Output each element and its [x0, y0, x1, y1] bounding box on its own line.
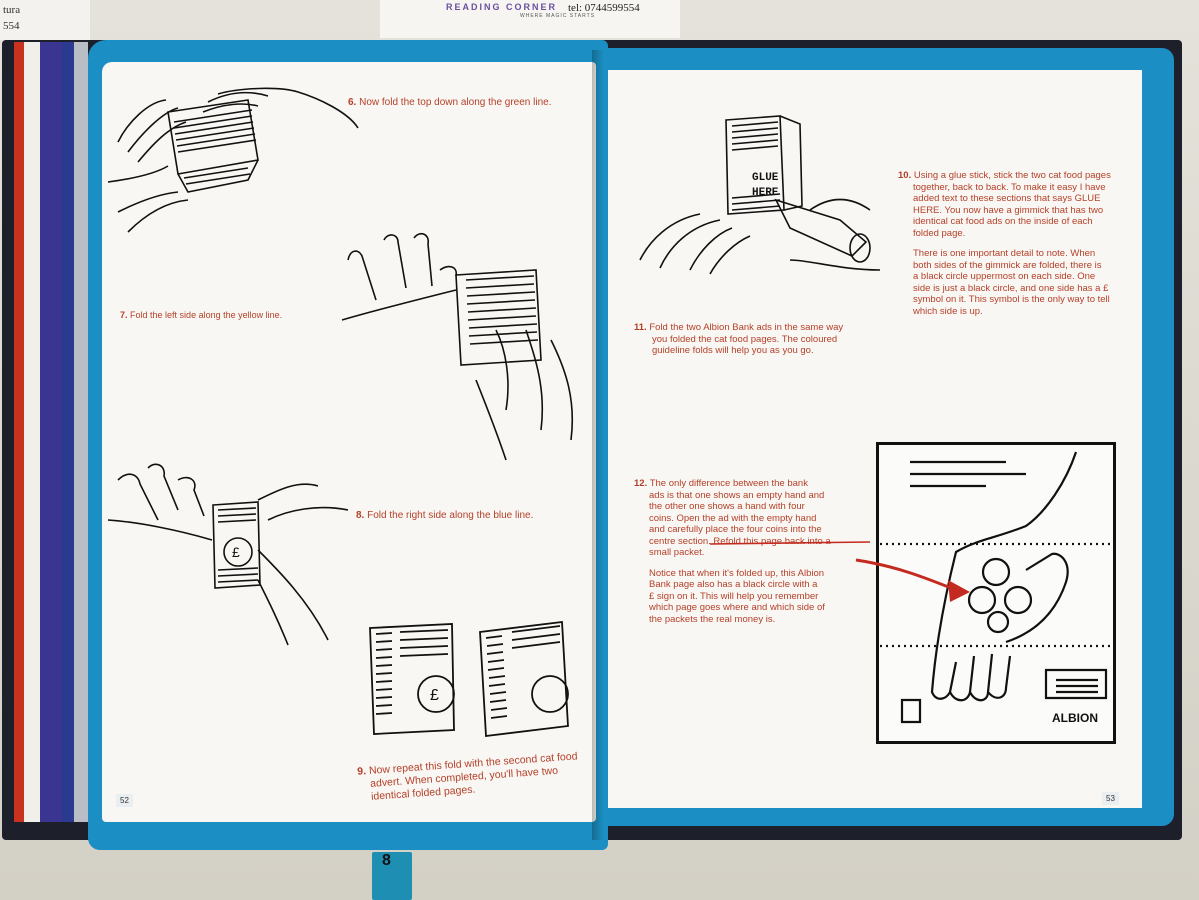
- step-11-number: 11.: [634, 322, 647, 333]
- step-10-number: 10.: [898, 170, 912, 181]
- page-edge-white: [24, 42, 40, 822]
- paper-note: tura 554: [0, 0, 90, 40]
- step-8: 8. Fold the right side along the blue li…: [356, 510, 533, 522]
- step-6-text: Now fold the top down along the green li…: [359, 97, 552, 108]
- cover-stripe-red: [14, 42, 24, 822]
- step-10-line-3: added text to these sections that says G…: [913, 193, 1101, 204]
- step-7: 7. Fold the left side along the yellow l…: [120, 310, 282, 322]
- step-12-line-1: 12. The only difference between the bank: [634, 478, 831, 490]
- step-11-line-1: 11. Fold the two Albion Bank ads in the …: [634, 322, 843, 334]
- left-page: [102, 62, 596, 822]
- step-12-line-6: centre section. Refold this page back in…: [649, 535, 831, 547]
- step-9-number: 9.: [356, 765, 367, 778]
- step-11-line-2: you folded the cat food pages. The colou…: [652, 333, 838, 345]
- step-10-line-4: HERE. You now have a gimmick that has tw…: [913, 204, 1104, 216]
- step-7-number: 7.: [120, 310, 128, 320]
- albion-bank-ad: [876, 442, 1116, 744]
- pound-symbol-1: £: [232, 544, 240, 560]
- step-11-text-1: Fold the two Albion Bank ads in the same…: [649, 322, 844, 333]
- step-8-number: 8.: [356, 510, 365, 521]
- step-10-line-5: identical cat food ads on the inside of …: [913, 216, 1093, 227]
- step-10: 10. Using a glue stick, stick the two ca…: [898, 170, 1111, 317]
- paper-note-line-2: 554: [3, 20, 20, 32]
- red-arrow-head: [948, 580, 970, 602]
- step-10b-line-5: symbol on it. This symbol is the only wa…: [913, 294, 1110, 305]
- glue-stick-illustration: GLUE HERE: [639, 115, 881, 275]
- albion-logo: ALBION: [1052, 711, 1098, 725]
- page-number-right: 53: [1102, 792, 1119, 805]
- step-12: 12. The only difference between the bank…: [634, 478, 831, 625]
- ruler-mark: 8: [382, 852, 391, 869]
- hands-fold-top-illustration: [107, 87, 359, 233]
- step-10b-line-6: which side is up.: [913, 305, 983, 317]
- step-10-line-2: together, back to back. To make it easy …: [913, 181, 1106, 193]
- step-12b-line-3: £ sign on it. This will help you remembe…: [649, 590, 819, 602]
- page-edge-purple: [40, 42, 62, 822]
- flyer: [380, 0, 680, 38]
- flyer-subtitle: WHERE MAGIC STARTS: [520, 13, 596, 19]
- ruler: [372, 852, 412, 900]
- step-8-text: Fold the right side along the blue line.: [367, 510, 534, 521]
- step-12b-line-5: the packets the real money is.: [649, 613, 776, 625]
- step-10b-line-3: a black circle uppermost on each side. O…: [913, 271, 1096, 282]
- step-12b-line-4: which page goes where and which side of: [649, 602, 825, 613]
- step-12-line-4: coins. Open the ad with the empty hand: [649, 512, 817, 524]
- step-6: 6. Now fold the top down along the green…: [348, 97, 551, 109]
- flyer-phone: tel: 0744599554: [568, 2, 640, 14]
- step-6-number: 6.: [348, 97, 357, 108]
- step-7-text: Fold the left side along the yellow line…: [130, 310, 283, 320]
- step-12-text-1: The only difference between the bank: [649, 478, 808, 489]
- step-10b-line-2: both sides of the gimmick are folded, th…: [913, 259, 1102, 271]
- page-number-left: 52: [116, 794, 133, 807]
- albion-bank-illustration: ALBION: [855, 451, 1112, 725]
- book-gutter: [592, 50, 612, 840]
- page-edge-navy: [62, 42, 74, 822]
- step-10b-line-4: side is just a black circle, and one sid…: [913, 282, 1109, 294]
- step-10-line-6: folded page.: [913, 227, 966, 239]
- pen-underline-mark: [709, 541, 871, 545]
- glue-label-1: GLUE: [752, 172, 779, 184]
- flyer-logo: READING CORNER: [446, 2, 558, 12]
- step-11-line-3: guideline folds will help you as you go.: [652, 345, 814, 356]
- red-arrow-line: [855, 558, 957, 592]
- hands-fold-right-illustration: £: [107, 463, 349, 646]
- pound-symbol-2: £: [430, 687, 439, 704]
- step-12-line-5: and carefully place the four coins into …: [649, 524, 822, 535]
- paper-note-line-1: tura: [3, 4, 21, 16]
- hands-fold-left-illustration: [341, 232, 574, 461]
- step-12-number: 12.: [634, 478, 648, 489]
- page-edge-grey: [74, 42, 88, 822]
- step-10-line-1: 10. Using a glue stick, stick the two ca…: [898, 170, 1111, 182]
- step-11: 11. Fold the two Albion Bank ads in the …: [634, 322, 843, 357]
- step-10-text-1: Using a glue stick, stick the two cat fo…: [913, 170, 1111, 181]
- two-folded-pages-illustration: £: [369, 620, 569, 738]
- step-10b-line-1: There is one important detail to note. W…: [913, 248, 1096, 259]
- step-12b-line-2: Bank page also has a black circle with a: [649, 579, 818, 590]
- step-12-line-7: small packet.: [649, 547, 705, 558]
- step-12-line-2: ads is that one shows an empty hand and: [649, 489, 825, 501]
- step-12b-line-1: Notice that when it's folded up, this Al…: [649, 567, 825, 579]
- glue-label-2: HERE: [752, 187, 779, 199]
- step-12-line-3: the other one shows a hand with four: [649, 501, 805, 512]
